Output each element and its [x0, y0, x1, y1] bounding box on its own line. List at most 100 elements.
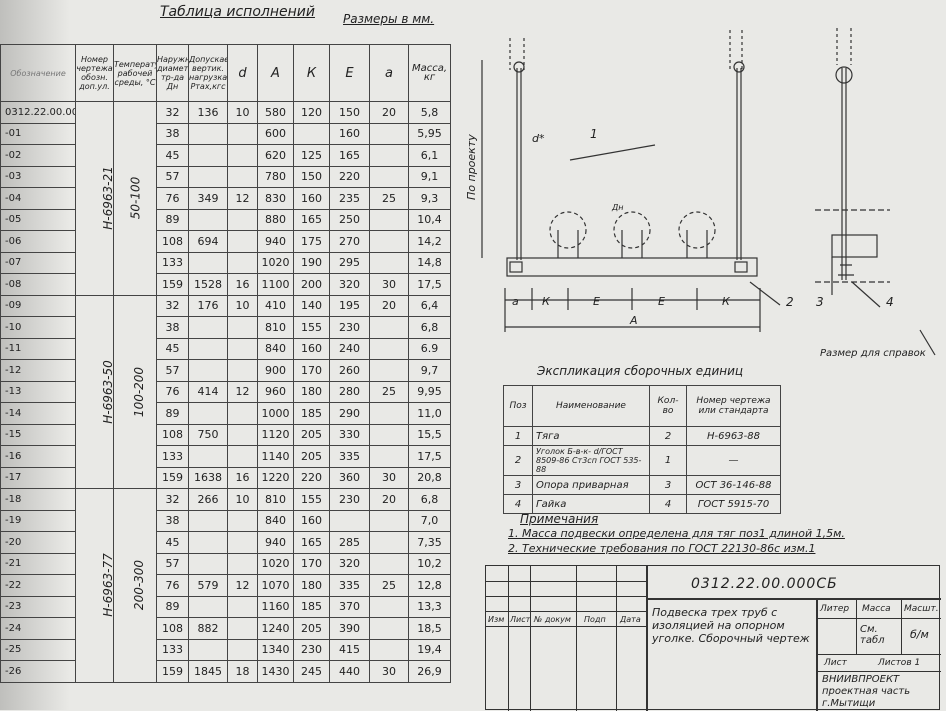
- cell-dn: 89: [156, 402, 189, 425]
- cell-a: 830: [257, 187, 294, 210]
- cell-k: 165: [293, 208, 330, 231]
- cell-a: [369, 230, 409, 253]
- cell-k: 150: [293, 165, 330, 188]
- parts-header-doc: Номер чертежа или стандарта: [686, 385, 781, 427]
- cell-k: 190: [293, 251, 330, 274]
- cell-a: [369, 165, 409, 188]
- cell-m: 19,4: [408, 638, 451, 661]
- cell-load: [188, 445, 228, 468]
- cell-a: [369, 122, 409, 145]
- d-star-label: d*: [532, 132, 545, 145]
- parts-cell-qty: 3: [649, 475, 687, 495]
- cell-dn: 45: [156, 531, 189, 554]
- parts-cell-doc: —: [686, 445, 781, 476]
- cell-a: 1070: [257, 574, 294, 597]
- parts-header-poz: Поз: [503, 385, 533, 427]
- dn-label: Дн: [611, 203, 623, 212]
- cell-load: [188, 208, 228, 231]
- notes-title: Примечания: [520, 512, 599, 526]
- cell-m: 6.9: [408, 337, 451, 360]
- row-code: -20: [0, 531, 76, 554]
- cell-k: 205: [293, 445, 330, 468]
- cell-dn: 32: [156, 488, 189, 511]
- row-code: -19: [0, 509, 76, 532]
- cell-load: [188, 552, 228, 575]
- cell-k: 125: [293, 144, 330, 167]
- cell-dn: 133: [156, 251, 189, 274]
- row-code: -05: [0, 208, 76, 231]
- row-code: -16: [0, 445, 76, 468]
- cell-e: 250: [329, 208, 370, 231]
- tb-col-data: Дата: [620, 615, 641, 624]
- cell-load: 694: [188, 230, 228, 253]
- parts-cell-qty: 1: [649, 445, 687, 476]
- row-code: -08: [0, 273, 76, 296]
- cell-k: 140: [293, 294, 330, 317]
- cell-k: [293, 122, 330, 145]
- cell-a: 25: [369, 187, 409, 210]
- cell-dn: 108: [156, 230, 189, 253]
- tb-org: ВНИИВПРОЕКТ проектная часть г.Мытищи: [822, 674, 911, 709]
- cell-load: [188, 316, 228, 339]
- cell-dn: 159: [156, 466, 189, 489]
- cell-a: 1120: [257, 423, 294, 446]
- parts-cell-name: Уголок Б-в-к- d/ГОСТ 8509-86 Ст3сп ГОСТ …: [532, 445, 650, 476]
- cell-a: [369, 617, 409, 640]
- cell-a: 780: [257, 165, 294, 188]
- cell-a: 880: [257, 208, 294, 231]
- header-d: d: [227, 44, 258, 102]
- cell-load: [188, 144, 228, 167]
- cell-k: 220: [293, 466, 330, 489]
- cell-load: [188, 251, 228, 274]
- tb-sheets-label: Листов 1: [878, 658, 921, 668]
- cell-k: 185: [293, 595, 330, 618]
- parts-cell-qty: 2: [649, 426, 687, 446]
- cell-a: [369, 337, 409, 360]
- variants-table: Обозначение Номер чертежа обозн. доп.ул.…: [0, 44, 451, 683]
- cell-a: 1220: [257, 466, 294, 489]
- cell-load: [188, 359, 228, 382]
- cell-load: [188, 595, 228, 618]
- cell-a: [369, 445, 409, 468]
- cell-d: [227, 122, 258, 145]
- tb-scale-label: Масшт.: [904, 604, 939, 614]
- cell-d: 10: [227, 294, 258, 317]
- cell-k: 205: [293, 617, 330, 640]
- tb-col-podp: Подп: [584, 615, 606, 624]
- cell-d: [227, 445, 258, 468]
- cell-e: 320: [329, 552, 370, 575]
- group-temp-text: 50-100: [128, 176, 143, 220]
- cell-dn: 57: [156, 165, 189, 188]
- cell-load: [188, 402, 228, 425]
- cell-k: 185: [293, 402, 330, 425]
- cell-k: 245: [293, 660, 330, 683]
- cell-d: [227, 638, 258, 661]
- cell-dn: 57: [156, 552, 189, 575]
- cell-dn: 159: [156, 660, 189, 683]
- group-temp-text: 200-300: [132, 560, 147, 611]
- cell-load: 882: [188, 617, 228, 640]
- callout-2: 2: [786, 295, 794, 309]
- parts-cell-doc: ГОСТ 5915-70: [686, 494, 781, 514]
- group-temp: 100-200: [113, 294, 157, 489]
- cell-e: 165: [329, 144, 370, 167]
- cell-a: [369, 402, 409, 425]
- cell-dn: 133: [156, 638, 189, 661]
- cell-load: 750: [188, 423, 228, 446]
- cell-dn: 108: [156, 617, 189, 640]
- cell-a: 30: [369, 273, 409, 296]
- parts-header-row: Поз Наименование Кол-во Номер чертежа ил…: [503, 385, 781, 427]
- table-body: 0312.22.00.000Н-6963-2150-10032136105801…: [0, 101, 451, 683]
- cell-a: [369, 251, 409, 274]
- parts-cell-qty: 4: [649, 494, 687, 514]
- cell-e: 230: [329, 488, 370, 511]
- po-proektu-label: По проекту: [465, 134, 478, 200]
- cell-a: 620: [257, 144, 294, 167]
